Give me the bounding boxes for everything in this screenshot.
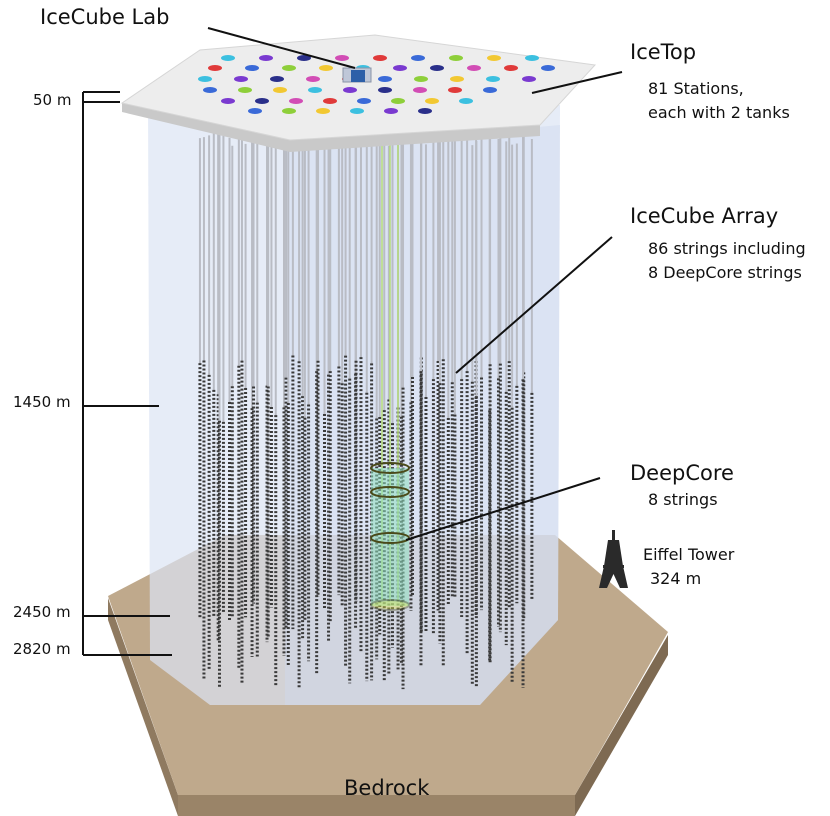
deepcore-title: DeepCore <box>630 461 734 485</box>
icetop-tank <box>373 55 387 61</box>
icetop-tank <box>384 108 398 114</box>
icecube-lab-building <box>342 67 372 83</box>
icetop-tank <box>198 76 212 82</box>
icetop-tank <box>525 55 539 61</box>
leader-lines <box>207 27 623 541</box>
icetop-tank <box>378 76 392 82</box>
icetop-tank <box>306 76 320 82</box>
icetop-tank <box>449 55 463 61</box>
icetop-tank <box>238 87 252 93</box>
icetop-tank <box>425 98 439 104</box>
icetop-tank <box>208 65 222 71</box>
bedrock-label: Bedrock <box>344 776 430 800</box>
icetop-tank <box>203 87 217 93</box>
eiffel-line1: Eiffel Tower <box>643 545 735 564</box>
icetop-tank <box>248 108 262 114</box>
icetop-tank <box>221 98 235 104</box>
icetop-tank <box>483 87 497 93</box>
icetop-tank <box>430 65 444 71</box>
icetop-tank <box>486 76 500 82</box>
icetop-tank <box>391 98 405 104</box>
icetop-tank <box>255 98 269 104</box>
icetop-tank <box>289 98 303 104</box>
depth-1450m: 1450 m <box>13 393 71 411</box>
icetop-title: IceTop <box>630 40 697 64</box>
icetop-tank <box>459 98 473 104</box>
icetop-tank <box>504 65 518 71</box>
icetop-tank <box>343 87 357 93</box>
icetop-tank <box>522 76 536 82</box>
depth-2450m: 2450 m <box>13 603 71 621</box>
depth-scale <box>82 91 172 656</box>
icetop-tank <box>414 76 428 82</box>
icetop-tank <box>308 87 322 93</box>
icetop-line2: each with 2 tanks <box>648 103 790 122</box>
icecube-array-title: IceCube Array <box>630 204 779 228</box>
icetop-tank <box>418 108 432 114</box>
icetop-tank <box>282 108 296 114</box>
icecube-lab-label: IceCube Lab <box>40 5 170 29</box>
depth-50m: 50 m <box>33 91 72 109</box>
icetop-stations <box>198 55 555 114</box>
icetop-tank <box>411 55 425 61</box>
depth-2820m: 2820 m <box>13 640 71 658</box>
icetop-tank <box>467 65 481 71</box>
icetop-tank <box>448 87 462 93</box>
icetop-tank <box>350 108 364 114</box>
icetop-tank <box>487 55 501 61</box>
icetop-tank <box>393 65 407 71</box>
icecube-strings <box>198 128 534 690</box>
icetop-tank <box>245 65 259 71</box>
icetop-tank <box>234 76 248 82</box>
icetop-tank <box>273 87 287 93</box>
icetop-tank <box>357 98 371 104</box>
icetop-tank <box>335 55 349 61</box>
icetop-tank <box>316 108 330 114</box>
icecube-array-line2: 8 DeepCore strings <box>648 263 802 282</box>
icetop-tank <box>378 87 392 93</box>
eiffel-line2: 324 m <box>650 569 702 588</box>
bedrock-side-front <box>178 795 575 816</box>
bedrock-side-left <box>108 598 178 816</box>
surface-slab-top <box>120 34 597 141</box>
icetop-tank <box>450 76 464 82</box>
icecube-array-line1: 86 strings including <box>648 239 806 258</box>
icetop-tank <box>413 87 427 93</box>
icetop-tank <box>319 65 333 71</box>
icetop-tank <box>270 76 284 82</box>
icetop-tank <box>221 55 235 61</box>
icetop-line1: 81 Stations, <box>648 79 744 98</box>
icetop-tank <box>541 65 555 71</box>
deepcore-line1: 8 strings <box>648 490 718 509</box>
icetop-tank <box>297 55 311 61</box>
deepcore-cylinder <box>370 462 410 611</box>
icetop-tank <box>259 55 273 61</box>
bedrock-side-right <box>575 635 668 816</box>
icetop-tank <box>323 98 337 104</box>
surface-slab-side <box>122 103 540 152</box>
ice-volume <box>148 102 560 705</box>
icetop-tank <box>282 65 296 71</box>
eiffel-tower-icon <box>599 530 628 588</box>
